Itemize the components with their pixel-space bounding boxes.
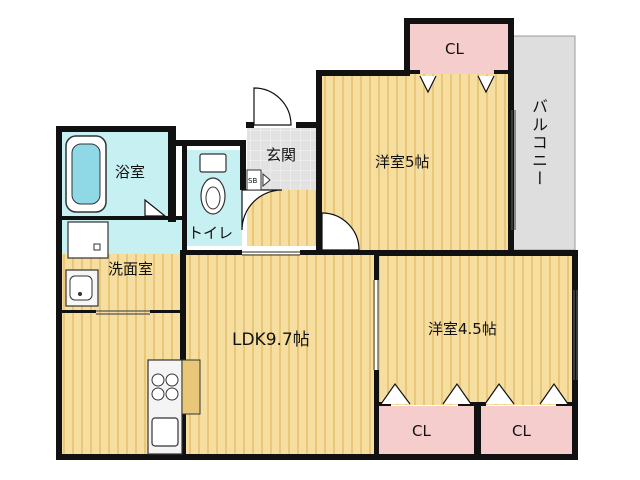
closet-top-label: CL (445, 40, 464, 58)
closet-left-label: CL (412, 422, 431, 440)
balcony-label: バルコニー (529, 98, 548, 188)
room-label-yoshitsu2: 洋室4.5帖 (428, 320, 497, 338)
shoebox-rect (246, 169, 271, 191)
closet-top-floor (410, 22, 508, 74)
room-label-senmen: 洗面室 (108, 260, 154, 278)
bathtub (65, 135, 107, 213)
room-label-yoshitsu1: 洋室5帖 (375, 153, 430, 171)
room-label-bath: 浴室 (115, 163, 146, 181)
shoebox-label: SB (248, 177, 258, 185)
vanity-sink (65, 269, 99, 307)
ldk-floor (62, 254, 375, 456)
closet-right-floor (481, 406, 572, 456)
washing-machine-space (67, 221, 109, 259)
hall-floor (247, 190, 319, 246)
room-label-genkan: 玄関 (266, 146, 297, 164)
room-label-ldk: LDK9.7帖 (232, 330, 310, 350)
room-label-toilet: トイレ (188, 224, 234, 242)
yoshitsu1-floor (321, 74, 510, 250)
toilet-bowl (199, 153, 227, 215)
yoshitsu2-floor (378, 255, 573, 405)
balcony-floor (509, 35, 576, 251)
closet-left-floor (379, 406, 474, 456)
closet-right-label: CL (512, 422, 531, 440)
kitchen-counter (147, 359, 201, 455)
